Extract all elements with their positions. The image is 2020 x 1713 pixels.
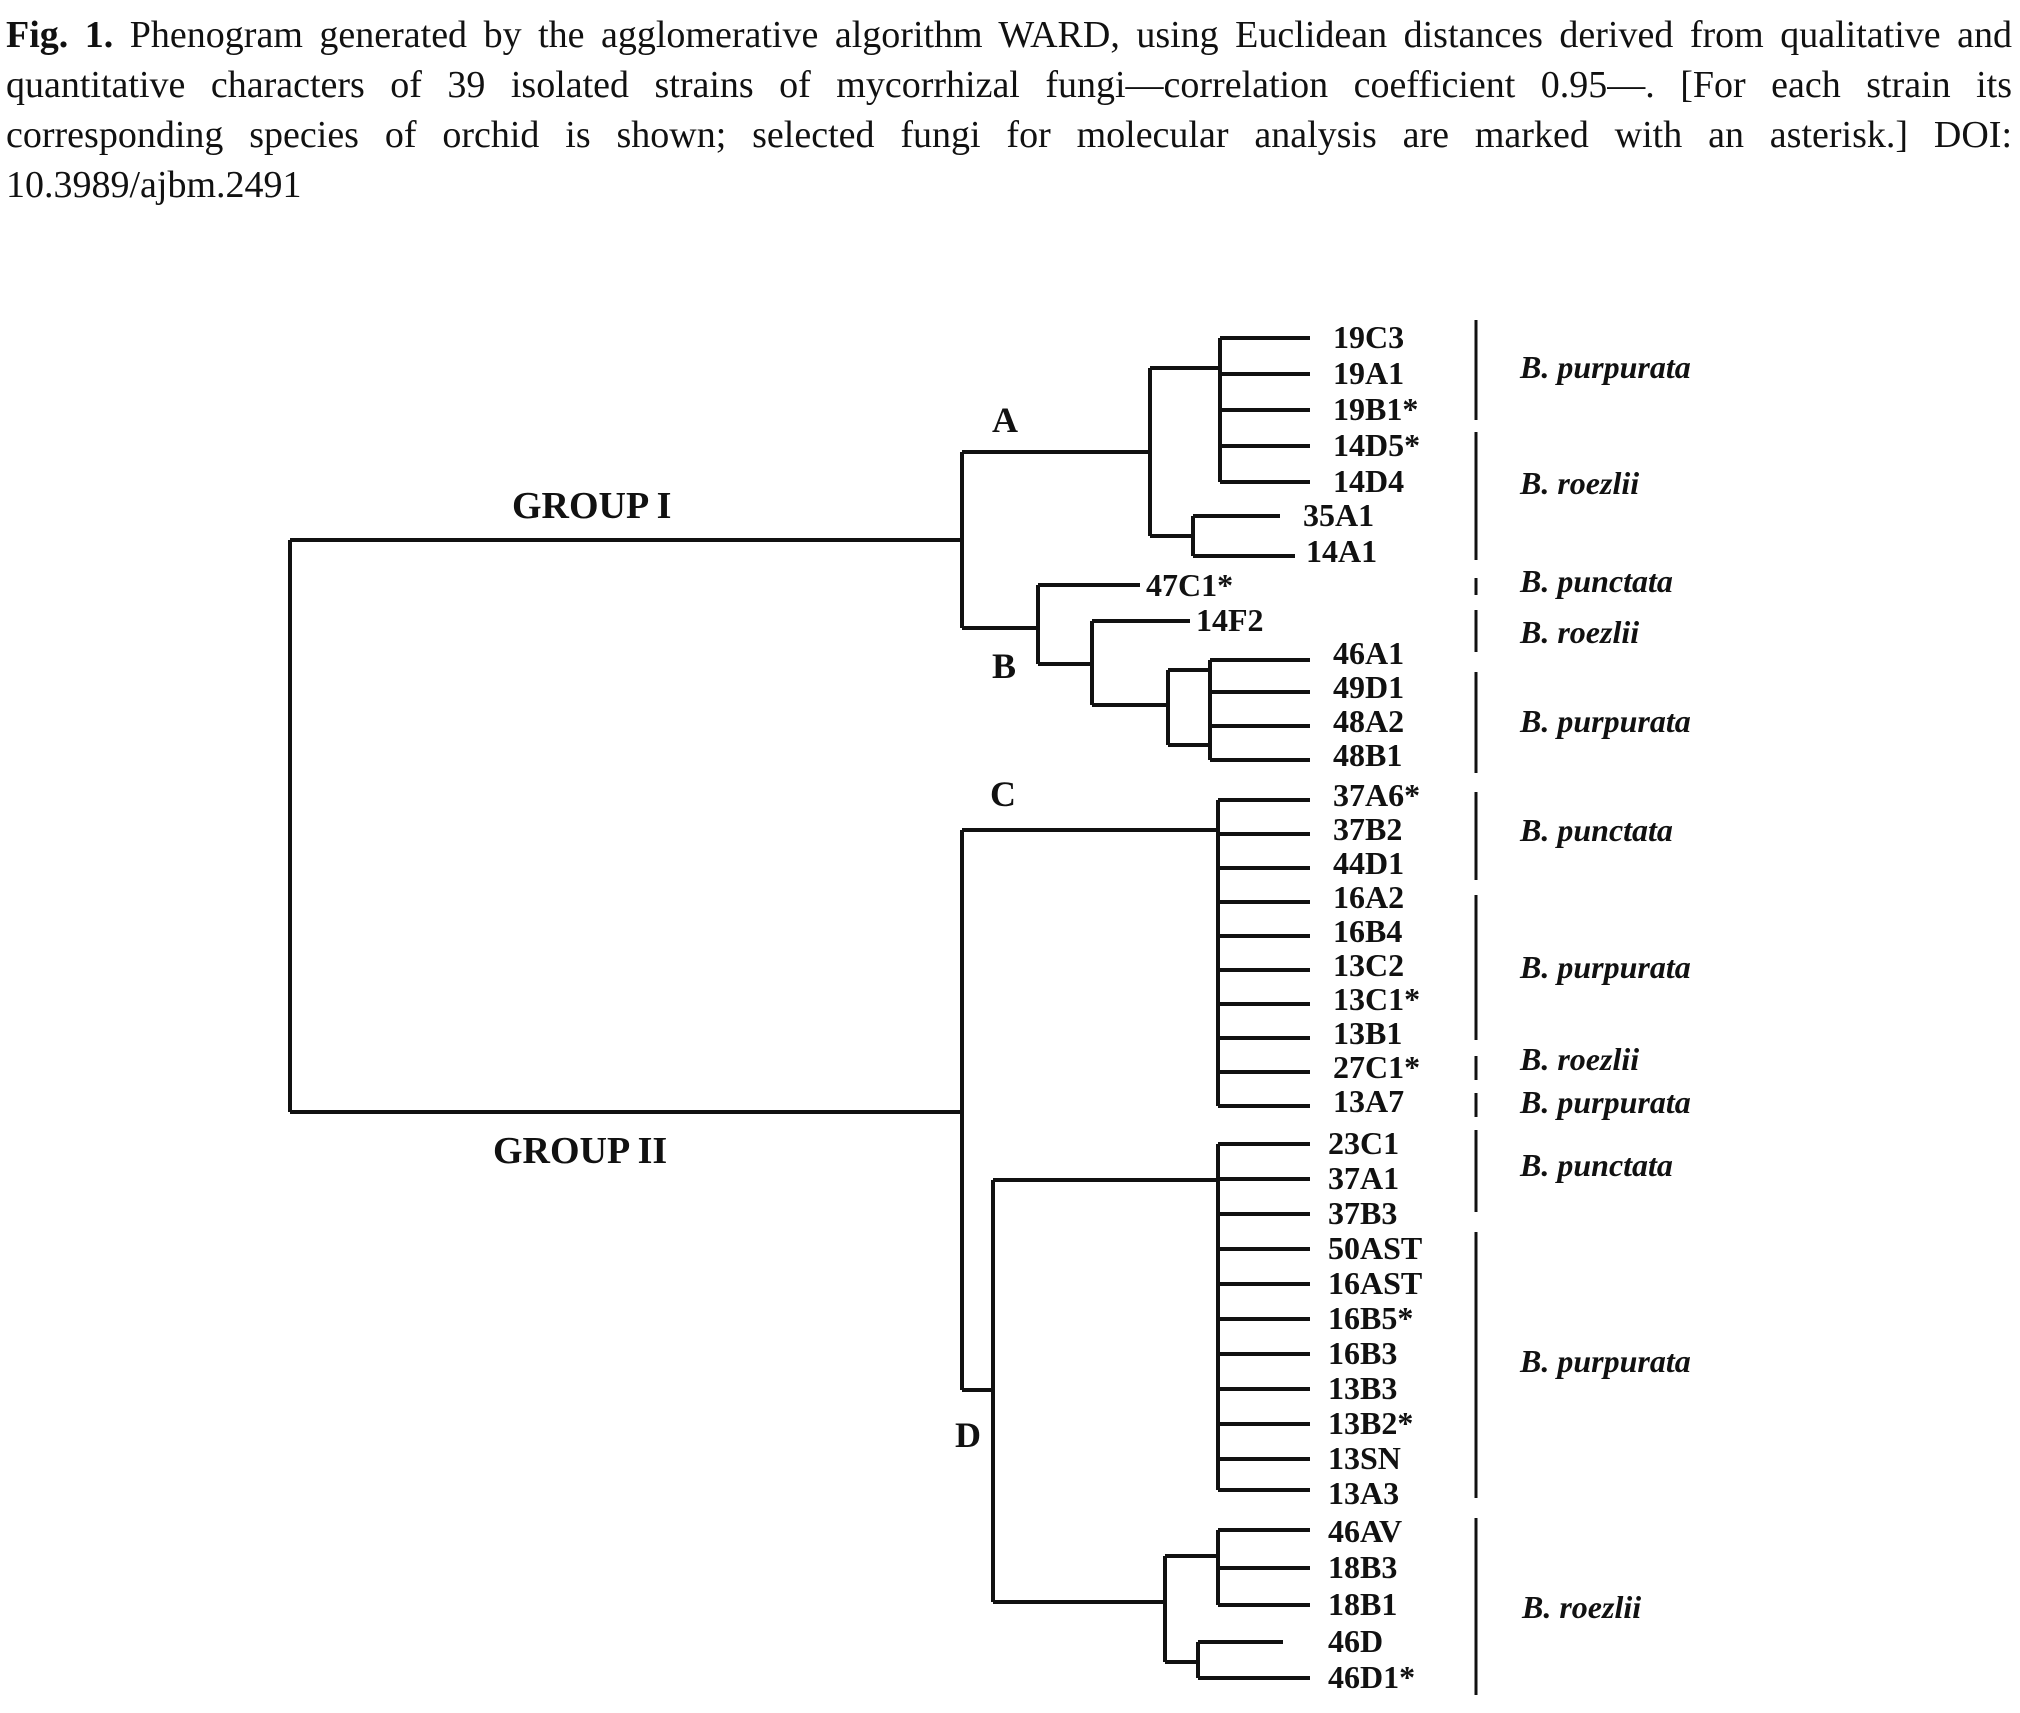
dendrogram-edges	[288, 336, 1310, 1680]
leaf-label: 19B1*	[1333, 391, 1418, 427]
leaf-label: 37A1	[1328, 1160, 1399, 1196]
group-label: GROUP II	[493, 1130, 667, 1172]
leaf-label: 37A6*	[1333, 777, 1420, 813]
leaf-label: 48A2	[1333, 703, 1404, 739]
species-label: B. punctata	[1519, 563, 1673, 599]
leaf-label: 14A1	[1306, 533, 1377, 569]
leaf-label: 49D1	[1333, 669, 1404, 705]
species-label: B. purpurata	[1519, 1084, 1691, 1120]
leaf-label: 46AV	[1328, 1513, 1402, 1549]
leaf-label: 46D	[1328, 1623, 1383, 1659]
leaf-label: 13A7	[1333, 1083, 1404, 1119]
leaf-label: 14D5*	[1333, 427, 1420, 463]
leaf-label: 37B2	[1333, 811, 1402, 847]
leaf-label: 13SN	[1328, 1440, 1401, 1476]
leaf-label: 16B4	[1333, 913, 1402, 949]
leaf-label: 47C1*	[1146, 567, 1233, 603]
figure-caption: Fig. 1. Phenogram generated by the agglo…	[6, 10, 2012, 210]
leaf-label: 14D4	[1333, 463, 1404, 499]
leaf-label: 50AST	[1328, 1230, 1422, 1266]
leaf-label: 35A1	[1303, 497, 1374, 533]
species-label: B. purpurata	[1519, 703, 1691, 739]
species-label: B. purpurata	[1519, 949, 1691, 985]
species-label: B. roezlii	[1519, 1041, 1639, 1077]
leaf-label: 48B1	[1333, 737, 1402, 773]
leaf-label: 13B1	[1333, 1015, 1402, 1051]
cluster-label: D	[955, 1415, 981, 1455]
leaf-label: 46D1*	[1328, 1659, 1415, 1695]
species-label: B. purpurata	[1519, 1343, 1691, 1379]
leaf-label: 19A1	[1333, 355, 1404, 391]
species-labels: B. purpurata B. roezlii B. punctata B. r…	[1519, 349, 1691, 1625]
species-label: B. punctata	[1519, 812, 1673, 848]
leaf-label: 16AST	[1328, 1265, 1422, 1301]
species-label: B. roezlii	[1519, 614, 1639, 650]
group-label: GROUP I	[512, 485, 671, 527]
leaf-label: 13B3	[1328, 1370, 1397, 1406]
cluster-label: A	[992, 400, 1018, 440]
caption-text: Phenogram generated by the agglomerative…	[6, 14, 2012, 206]
species-label: B. purpurata	[1519, 349, 1691, 385]
species-label: B. roezlii	[1521, 1589, 1641, 1625]
leaf-label: 27C1*	[1333, 1049, 1420, 1085]
leaf-labels: 19C3 19A1 19B1* 14D5* 14D4 35A1 14A1 47C…	[1146, 319, 1422, 1695]
species-label: B. punctata	[1519, 1147, 1673, 1183]
leaf-label: 16A2	[1333, 879, 1404, 915]
cluster-label: B	[992, 646, 1016, 686]
leaf-label: 16B3	[1328, 1335, 1397, 1371]
cluster-label: C	[990, 774, 1016, 814]
leaf-label: 23C1	[1328, 1125, 1399, 1161]
leaf-label: 44D1	[1333, 845, 1404, 881]
leaf-label: 13A3	[1328, 1475, 1399, 1511]
leaf-label: 46A1	[1333, 635, 1404, 671]
leaf-label: 14F2	[1196, 602, 1264, 638]
species-label: B. roezlii	[1519, 465, 1639, 501]
leaf-label: 19C3	[1333, 319, 1404, 355]
figure-label: Fig. 1.	[6, 14, 114, 56]
leaf-label: 16B5*	[1328, 1300, 1413, 1336]
leaf-label: 13C1*	[1333, 981, 1420, 1017]
leaf-label: 13B2*	[1328, 1405, 1413, 1441]
leaf-label: 13C2	[1333, 947, 1404, 983]
leaf-label: 37B3	[1328, 1195, 1397, 1231]
leaf-label: 18B3	[1328, 1549, 1397, 1585]
leaf-label: 18B1	[1328, 1586, 1397, 1622]
